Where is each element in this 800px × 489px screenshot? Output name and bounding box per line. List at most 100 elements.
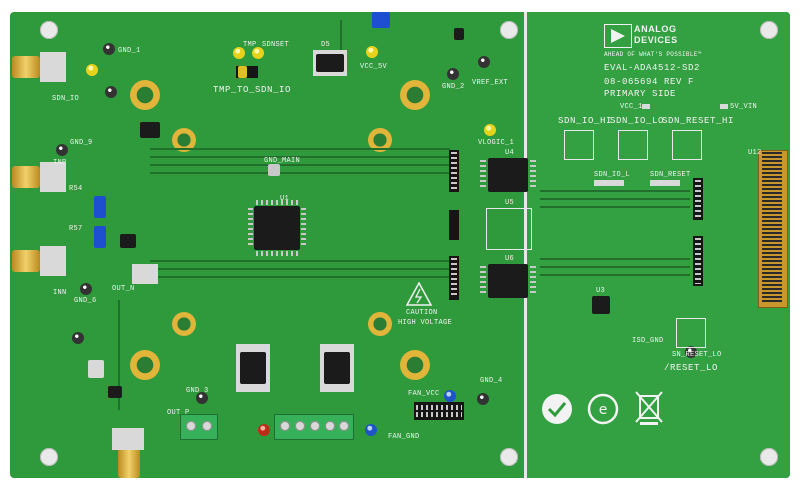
mosfet-q4-body [324,352,350,384]
test-point-vlogic[interactable] [484,124,496,136]
terminal-screw[interactable] [202,421,212,431]
test-point-gnd-4[interactable] [477,393,489,405]
mounting-hole [40,21,58,39]
mounting-hole [760,21,778,39]
test-point-isd-gnd[interactable] [685,346,697,358]
terminal-screw[interactable] [339,421,349,431]
test-point[interactable] [56,144,68,156]
test-point[interactable] [80,283,92,295]
label-vcc-1: VCC_1 [620,103,643,111]
trace [150,260,450,262]
sma-base [40,246,66,276]
board-side: PRIMARY SIDE [604,89,677,99]
test-point-sdn-io[interactable] [86,64,98,76]
label-high-voltage: HIGH VOLTAGE [398,319,453,327]
label-inn: INN [53,289,67,297]
label-fan-gnd: FAN_GND [388,433,420,441]
label-u3: U3 [596,287,606,295]
terminal-screw[interactable] [325,421,335,431]
panel-divider [524,12,527,478]
jumper-cap[interactable] [238,66,247,78]
terminal-screw[interactable] [310,421,320,431]
label-5v-vin: 5V_VIN [730,103,758,111]
mounting-pad [368,312,392,336]
trace [540,258,690,260]
ic-u1 [254,206,300,250]
board-part-number: 08-065694 REV F [604,77,695,87]
switch-sdn-reset-hi[interactable] [672,130,702,160]
ic-pins [530,160,536,190]
label-tmp-to-sdn-io: TMP_TO_SDN_IO [213,85,292,95]
switch-sdn-io-hi[interactable] [564,130,594,160]
header-pins [416,405,462,410]
label-sdnset: SDNSET [262,41,290,49]
potentiometer-blue[interactable] [372,12,390,28]
high-voltage-icon [406,282,432,306]
jumper-blue[interactable] [94,226,106,248]
trace [150,172,450,174]
label-gnd-9: GND_9 [70,139,93,147]
mounting-pad [400,80,430,110]
switch-reset-lo[interactable] [676,318,706,348]
label-tmp: TMP [243,41,257,49]
recycle-icon: e [587,393,619,425]
test-point-blue[interactable] [444,390,456,402]
label-reset-lo: /RESET_LO [664,363,719,373]
mounting-pad [130,80,160,110]
label-out-n: OUT_N [112,285,135,293]
test-point-blue[interactable] [365,424,377,436]
ic-u3 [592,296,610,314]
switch-sdn-io-lo[interactable] [618,130,648,160]
test-point-vref-ext[interactable] [478,56,490,68]
test-point[interactable] [105,86,117,98]
adi-logo-mark [604,24,632,48]
sma-connector[interactable] [12,250,40,272]
sma-connector[interactable] [118,448,140,478]
trace [540,190,690,192]
label-u6: U6 [505,255,515,263]
label-u1: U1 [280,195,290,203]
ic-u6 [488,264,528,298]
sma-connector[interactable] [12,166,40,188]
test-point[interactable] [196,392,208,404]
label-u4: U4 [505,149,515,157]
jumper-blue[interactable] [94,196,106,218]
connector-pins [762,152,782,304]
test-point[interactable] [103,43,115,55]
header-pins [695,238,701,284]
label-isd-gnd: ISD_GND [632,337,664,345]
label-gnd-4: GND_4 [480,377,503,385]
terminal-screw[interactable] [280,421,290,431]
diode-d5 [316,54,344,72]
terminal-screw[interactable] [186,421,196,431]
sma-connector[interactable] [12,56,40,78]
label-sn-reset-lo: SN_RESET_LO [672,351,722,359]
smd-component [650,180,680,186]
label-vref-ext: VREF_EXT [472,79,509,87]
label-gnd-main: GND_MAIN [264,157,301,165]
terminal-screw[interactable] [295,421,305,431]
ic-pins [301,208,306,248]
ic-small [140,122,160,138]
test-point-red[interactable] [258,424,270,436]
test-point-sdnset[interactable] [252,47,264,59]
label-fan-vcc: FAN_VCC [408,390,440,398]
header-pins [451,258,457,298]
mosfet-q3-body [240,352,266,384]
test-point[interactable] [72,332,84,344]
ic-pins [480,160,486,190]
mounting-pad [130,350,160,380]
trace [150,156,450,158]
test-point-gnd-2[interactable] [447,68,459,80]
test-point-vcc-5v[interactable] [366,46,378,58]
header-p2[interactable] [449,210,459,240]
label-inp: INP [53,159,67,167]
label-out-p: OUT_P [167,409,190,417]
rohs-icon [542,394,572,424]
smd-component [594,180,624,186]
test-point-tmp[interactable] [233,47,245,59]
ic-pins [530,266,536,296]
label-sdn-reset-hi: SDN_RESET_HI [662,116,735,126]
ic-pins [248,208,253,248]
label-sdn-io-l: SDN_IO_L [594,171,631,179]
